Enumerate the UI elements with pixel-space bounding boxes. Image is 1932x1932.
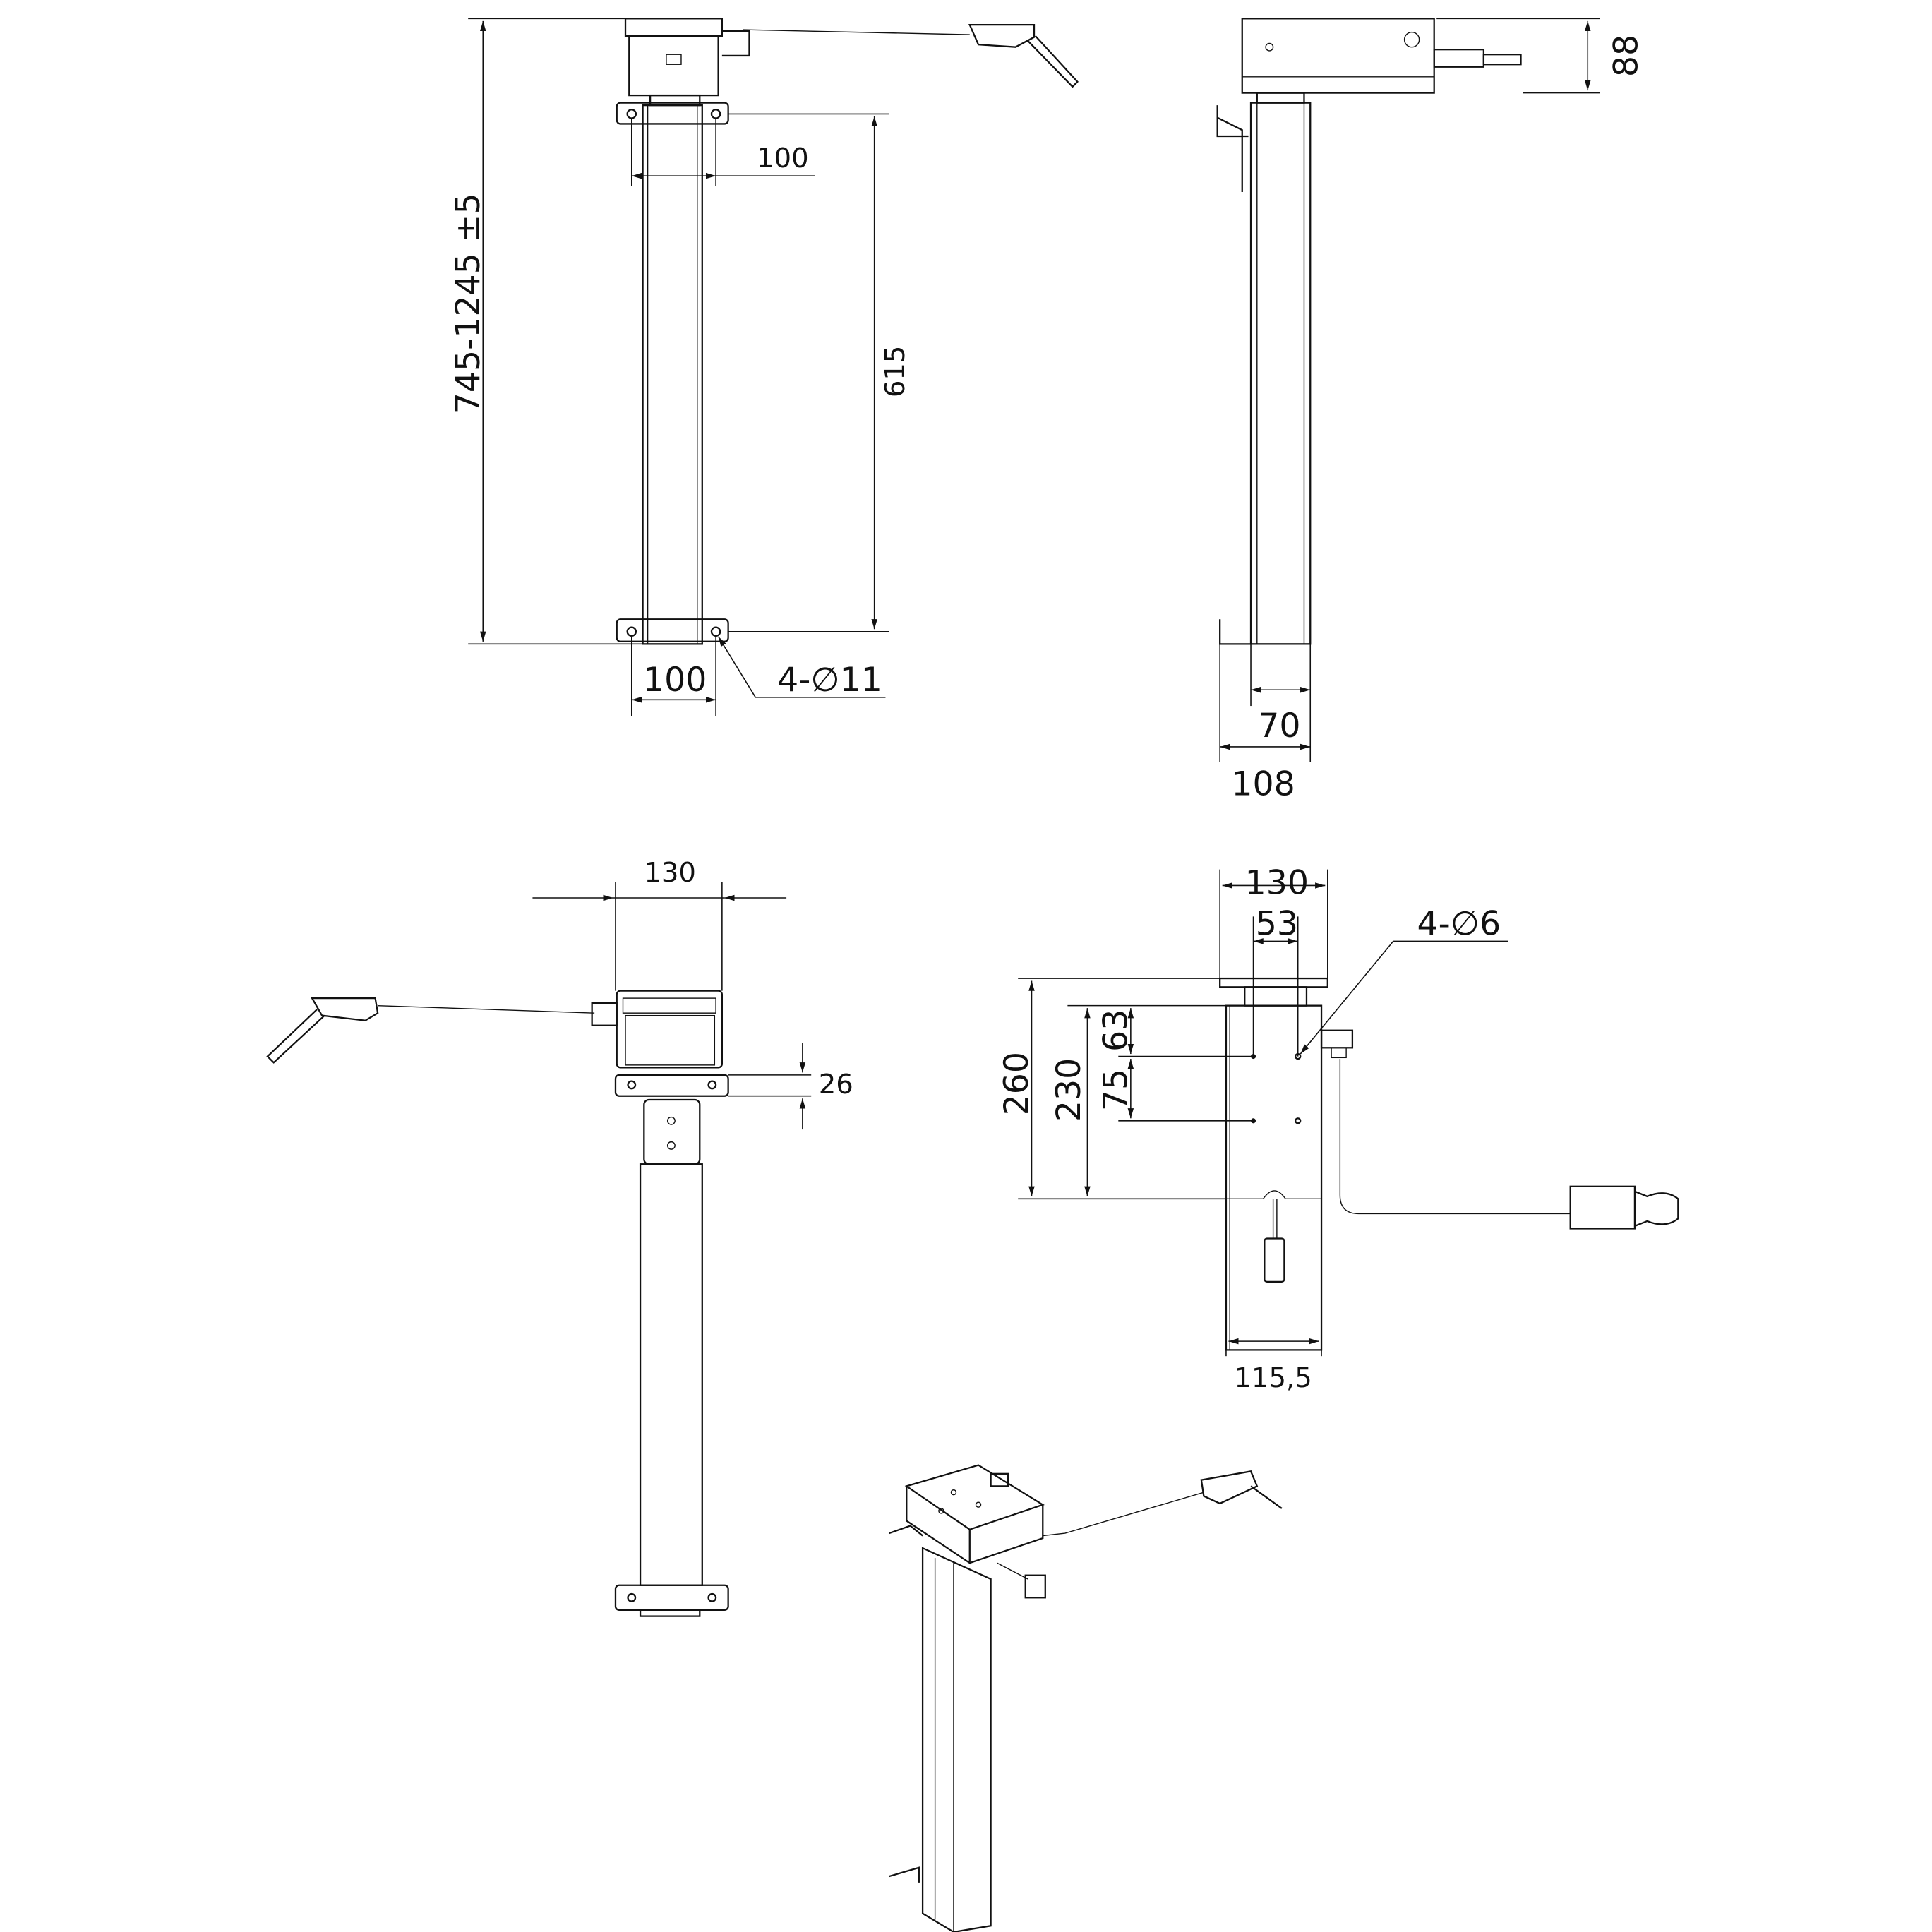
- rear-head-width-label: 130: [644, 857, 696, 889]
- hole-spacing-y-label: 75: [1097, 1069, 1136, 1111]
- front-view: 745-1245 ±5 100 615 100 4-∅11: [449, 18, 1079, 716]
- head-height-label: 88: [1607, 35, 1645, 77]
- plate-width-label: 130: [1245, 864, 1309, 903]
- front-holes-label: 4-∅11: [777, 661, 882, 700]
- side-view: 88 70 108: [1216, 18, 1645, 803]
- flange-thickness-label: 26: [819, 1069, 853, 1100]
- hole-spacing-x-label: 53: [1256, 905, 1298, 944]
- isometric-view: [889, 1464, 1283, 1932]
- flange-distance-label: 615: [880, 346, 911, 398]
- hole-offset-top-label: 63: [1097, 1009, 1136, 1052]
- bottom-hole-spacing-label: 100: [643, 661, 707, 700]
- top-hole-spacing-label: 100: [757, 143, 809, 174]
- mount-holes-label: 4-∅6: [1417, 905, 1501, 944]
- bracket-depth-label: 108: [1231, 764, 1295, 803]
- body-height-label: 230: [1050, 1058, 1088, 1122]
- rear-view: 130 26: [266, 857, 853, 1617]
- mount-view: 130 53 4-∅6 260 230 63 75 115,5: [997, 864, 1679, 1394]
- body-width-label: 115,5: [1234, 1362, 1312, 1394]
- overall-height-label: 745-1245 ±5: [449, 193, 488, 414]
- total-height-label: 260: [997, 1052, 1036, 1115]
- column-depth-label: 70: [1258, 707, 1300, 745]
